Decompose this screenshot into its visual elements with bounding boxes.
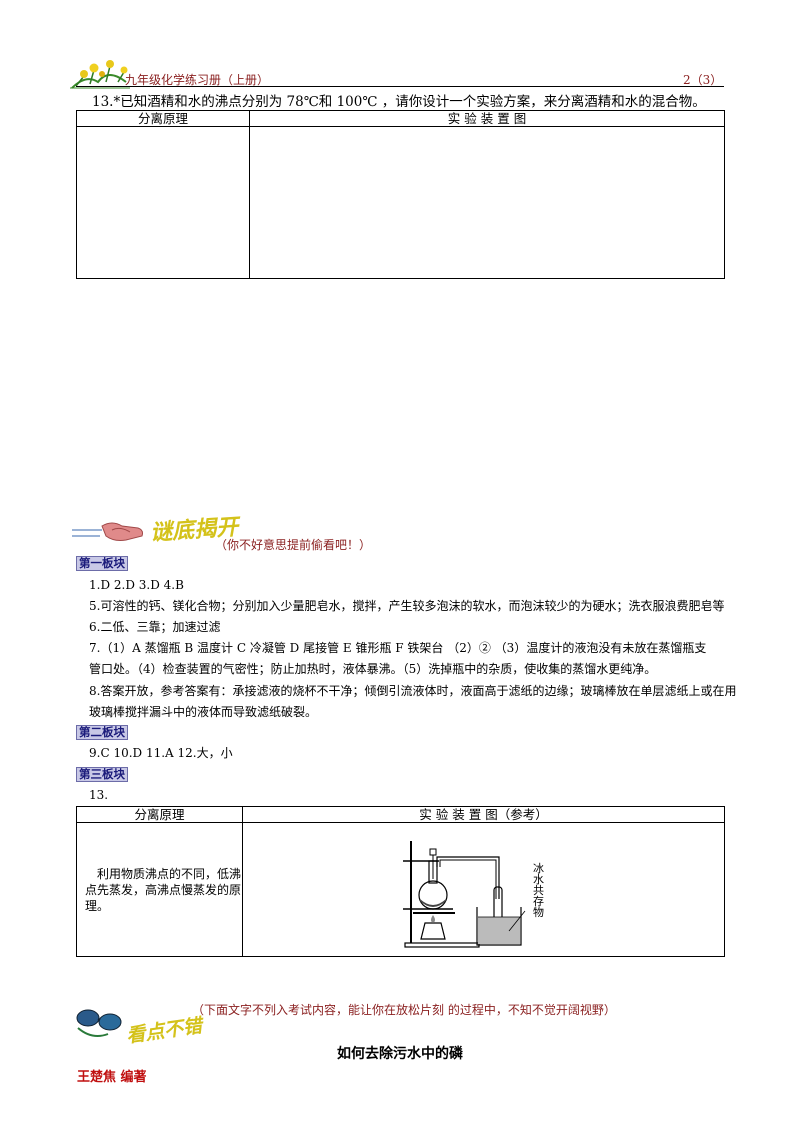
diagram-label-char: 水 — [533, 873, 544, 886]
principle-line: 理。 — [85, 898, 110, 913]
answer-line: 玻璃棒搅拌漏斗中的液体而导致滤纸破裂。 — [89, 705, 318, 719]
question-13-text: 13.*已知酒精和水的沸点分别为 78℃和 100℃ ，请你设计一个实验方案，来… — [92, 94, 706, 110]
principle-answer-cell[interactable] — [76, 126, 250, 279]
answers-subtitle: （你不好意思提前偷看吧！） — [215, 538, 372, 552]
apparatus-answer-cell[interactable] — [249, 126, 725, 279]
answer-line: 7.（1）A 蒸馏瓶 B 温度计 C 冷凝管 D 尾接管 E 锥形瓶 F 铁架台… — [89, 641, 707, 655]
header-rule — [76, 86, 724, 87]
answer-line: 管口处。（4）检查装置的气密性；防止加热时，液体暴沸。（5）洗掉瓶中的杂质，使收… — [89, 662, 657, 676]
principle-line: 利用物质沸点的不同，低沸 — [97, 866, 242, 881]
glasses-icon — [76, 1009, 122, 1037]
answer-line: 9.C 10.D 11.A 12.大，小 — [89, 746, 233, 760]
answer-col-header-principle: 分离原理 — [76, 806, 243, 823]
reading-subtitle: （下面文字不列入考试内容，能让你在放松片刻 的过程中，不知不觉开阔视野） — [192, 1003, 616, 1017]
answer-apparatus-cell: 冰 水 共 存 物 — [242, 822, 725, 957]
answer-line: 13. — [89, 788, 109, 802]
diagram-label-ice-water: 冰 水 共 存 物 — [533, 863, 545, 918]
answer-line: 6.二低、三靠；加速过滤 — [89, 620, 221, 634]
col-header-apparatus: 实 验 装 置 图 — [249, 110, 725, 127]
distillation-apparatus-diagram — [403, 841, 526, 948]
handshake-icon — [72, 522, 143, 541]
diagram-label-char: 物 — [533, 906, 544, 919]
block-2-badge: 第二板块 — [76, 725, 128, 740]
diagram-label-char: 冰 — [533, 862, 544, 875]
principle-line: 点先蒸发，高沸点慢蒸发的原 — [85, 882, 242, 897]
flower-decoration-icon — [70, 60, 130, 89]
header-page-number: 2（3） — [683, 73, 723, 87]
answer-line: 1.D 2.D 3.D 4.B — [89, 578, 184, 592]
article-title: 如何去除污水中的磷 — [337, 1046, 463, 1062]
question-13-answer-table: 分离原理 实 验 装 置 图 — [76, 110, 725, 279]
answer-line: 5.可溶性的钙、镁化合物；分别加入少量肥皂水，搅拌，产生较多泡沫的软水，而泡沫较… — [89, 599, 725, 613]
diagram-label-char: 存 — [533, 895, 544, 908]
answer-principle-cell: 利用物质沸点的不同，低沸 点先蒸发，高沸点慢蒸发的原 理。 — [76, 822, 243, 957]
col-header-principle: 分离原理 — [76, 110, 250, 127]
answer-line: 8.答案开放，参考答案有：承接滤液的烧杯不干净；倾倒引流液体时，液面高于滤纸的边… — [89, 684, 737, 698]
block-3-badge: 第三板块 — [76, 767, 128, 782]
block-1-badge: 第一板块 — [76, 556, 128, 571]
diagram-label-char: 共 — [533, 884, 544, 897]
answer-13-table: 分离原理 实 验 装 置 图（参考） 利用物质沸点的不同，低沸 点先蒸发，高沸点… — [76, 806, 725, 957]
answer-col-header-apparatus: 实 验 装 置 图（参考） — [242, 806, 725, 823]
header-title: 九年级化学练习册（上册） — [125, 73, 270, 87]
article-author: 王楚焦 编著 — [77, 1070, 147, 1085]
